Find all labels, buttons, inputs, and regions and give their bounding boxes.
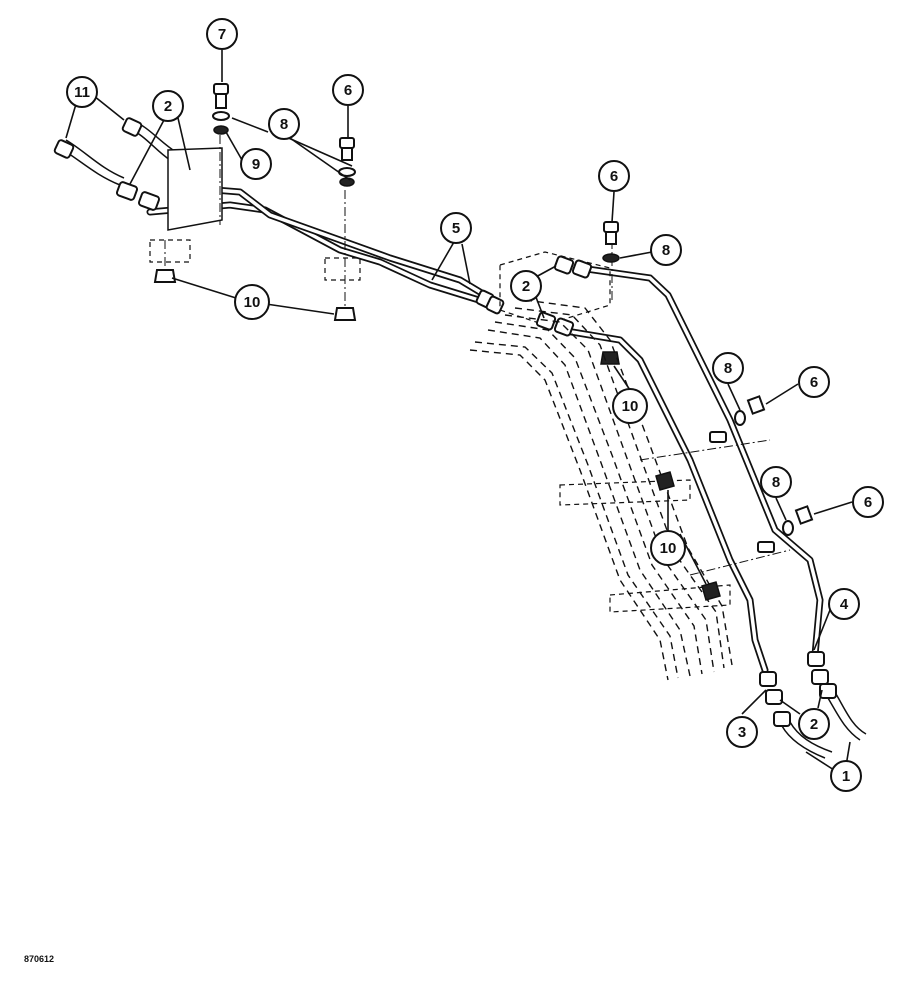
svg-text:11: 11 (74, 84, 90, 101)
callout-10: 10 (234, 284, 270, 320)
callout-4: 4 (828, 588, 860, 620)
svg-text:8: 8 (772, 474, 780, 491)
right-clamp-hardware (655, 395, 814, 601)
svg-text:10: 10 (660, 540, 677, 557)
callout-8: 8 (268, 108, 300, 140)
callout-1: 1 (830, 760, 862, 792)
upper-hardware (153, 83, 357, 321)
upper-left-bracket (149, 135, 361, 308)
callout-8: 8 (650, 234, 682, 266)
svg-text:6: 6 (810, 374, 818, 391)
callout-10: 10 (650, 530, 686, 566)
svg-text:2: 2 (522, 278, 530, 295)
svg-text:2: 2 (810, 716, 818, 733)
left-hoses (53, 117, 177, 186)
callout-6: 6 (798, 366, 830, 398)
figure-id: 870612 (24, 954, 55, 964)
svg-text:6: 6 (864, 494, 872, 511)
svg-text:7: 7 (218, 26, 226, 43)
svg-text:8: 8 (662, 242, 670, 259)
right-fittings (535, 221, 620, 365)
svg-text:1: 1 (842, 768, 850, 785)
callouts: 7 6 11 2 8 9 5 10 (66, 18, 884, 792)
callout-10: 10 (612, 388, 648, 424)
svg-text:10: 10 (244, 294, 261, 311)
svg-text:8: 8 (280, 116, 288, 133)
hidden-tube-bundle (469, 299, 791, 681)
upper-tube-end-fittings (475, 289, 505, 315)
leader-lines (65, 50, 853, 771)
lower-right-fittings (759, 651, 867, 759)
callout-9: 9 (240, 148, 272, 180)
svg-text:5: 5 (452, 220, 460, 237)
svg-text:6: 6 (610, 168, 618, 185)
svg-text:2: 2 (164, 98, 172, 115)
callout-6: 6 (332, 74, 364, 106)
svg-text:9: 9 (252, 156, 260, 173)
callout-6: 6 (598, 160, 630, 192)
svg-text:3: 3 (738, 724, 746, 741)
callout-11: 11 (66, 76, 98, 108)
svg-text:4: 4 (840, 596, 849, 613)
callout-8: 8 (760, 466, 792, 498)
callout-5: 5 (440, 212, 472, 244)
callout-3: 3 (726, 716, 758, 748)
callout-2: 2 (152, 90, 184, 122)
callout-2: 2 (510, 270, 542, 302)
svg-text:6: 6 (344, 82, 352, 99)
right-tube-assembly (556, 264, 824, 674)
callout-8: 8 (712, 352, 744, 384)
callout-7: 7 (206, 18, 238, 50)
right-bracket (499, 240, 613, 326)
callout-2: 2 (798, 708, 830, 740)
svg-text:8: 8 (724, 360, 732, 377)
callout-6: 6 (852, 486, 884, 518)
upper-tube-assembly (146, 186, 499, 309)
svg-text:10: 10 (622, 398, 639, 415)
